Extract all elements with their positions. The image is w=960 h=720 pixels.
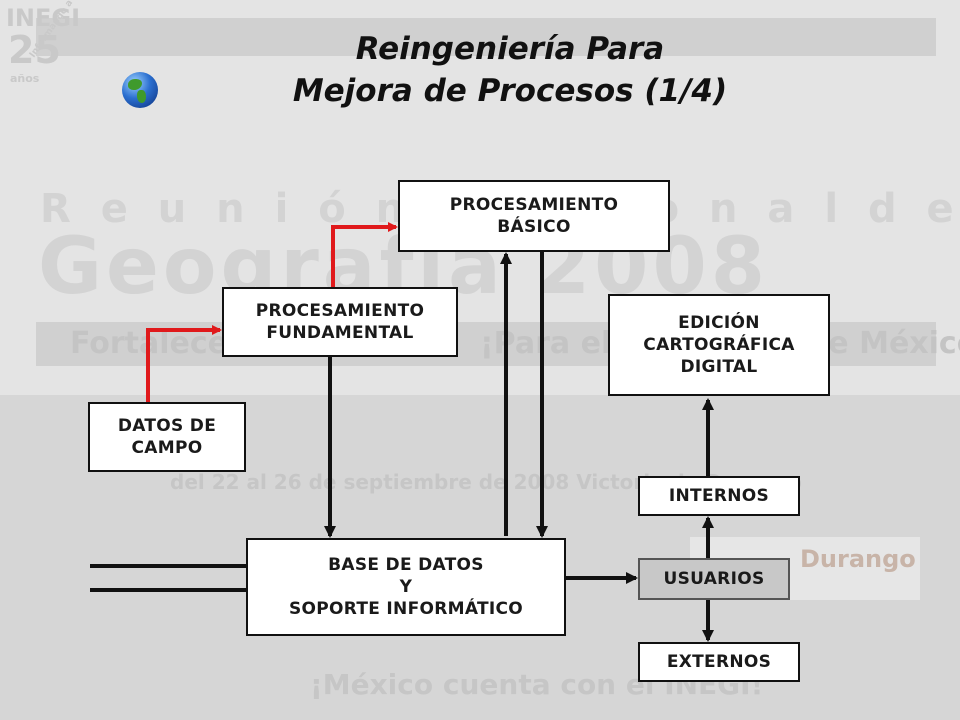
- background-header-band: [36, 18, 936, 56]
- sponsor-logo-text: Durango: [800, 545, 916, 573]
- title-line-1: Reingeniería Para: [355, 31, 665, 67]
- inegi-logo-text: INEGI: [6, 4, 81, 32]
- inegi-logo: INEGI 25 años Informando a México: [6, 0, 98, 94]
- box-externos: EXTERNOS: [638, 642, 800, 682]
- box-procesamiento-basico: PROCESAMIENTO BÁSICO: [398, 180, 670, 252]
- box-usuarios: USUARIOS: [638, 558, 790, 600]
- globe-icon: [122, 72, 158, 108]
- page-title: Reingeniería Para Mejora de Procesos (1/…: [190, 28, 830, 112]
- inegi-logo-number: 25: [8, 28, 61, 72]
- box-internos: INTERNOS: [638, 476, 800, 516]
- box-edicion-cartografica: EDICIÓN CARTOGRÁFICA DIGITAL: [608, 294, 830, 396]
- title-line-2: Mejora de Procesos (1/4): [292, 73, 728, 109]
- box-datos-de-campo: DATOS DE CAMPO: [88, 402, 246, 472]
- box-procesamiento-fundamental: PROCESAMIENTO FUNDAMENTAL: [222, 287, 458, 357]
- box-base-de-datos: BASE DE DATOS Y SOPORTE INFORMÁTICO: [246, 538, 566, 636]
- inegi-logo-anos: años: [10, 72, 40, 85]
- connector-fundamental-to-basico: [331, 222, 398, 288]
- connector-datos-to-fundamental: [146, 325, 222, 402]
